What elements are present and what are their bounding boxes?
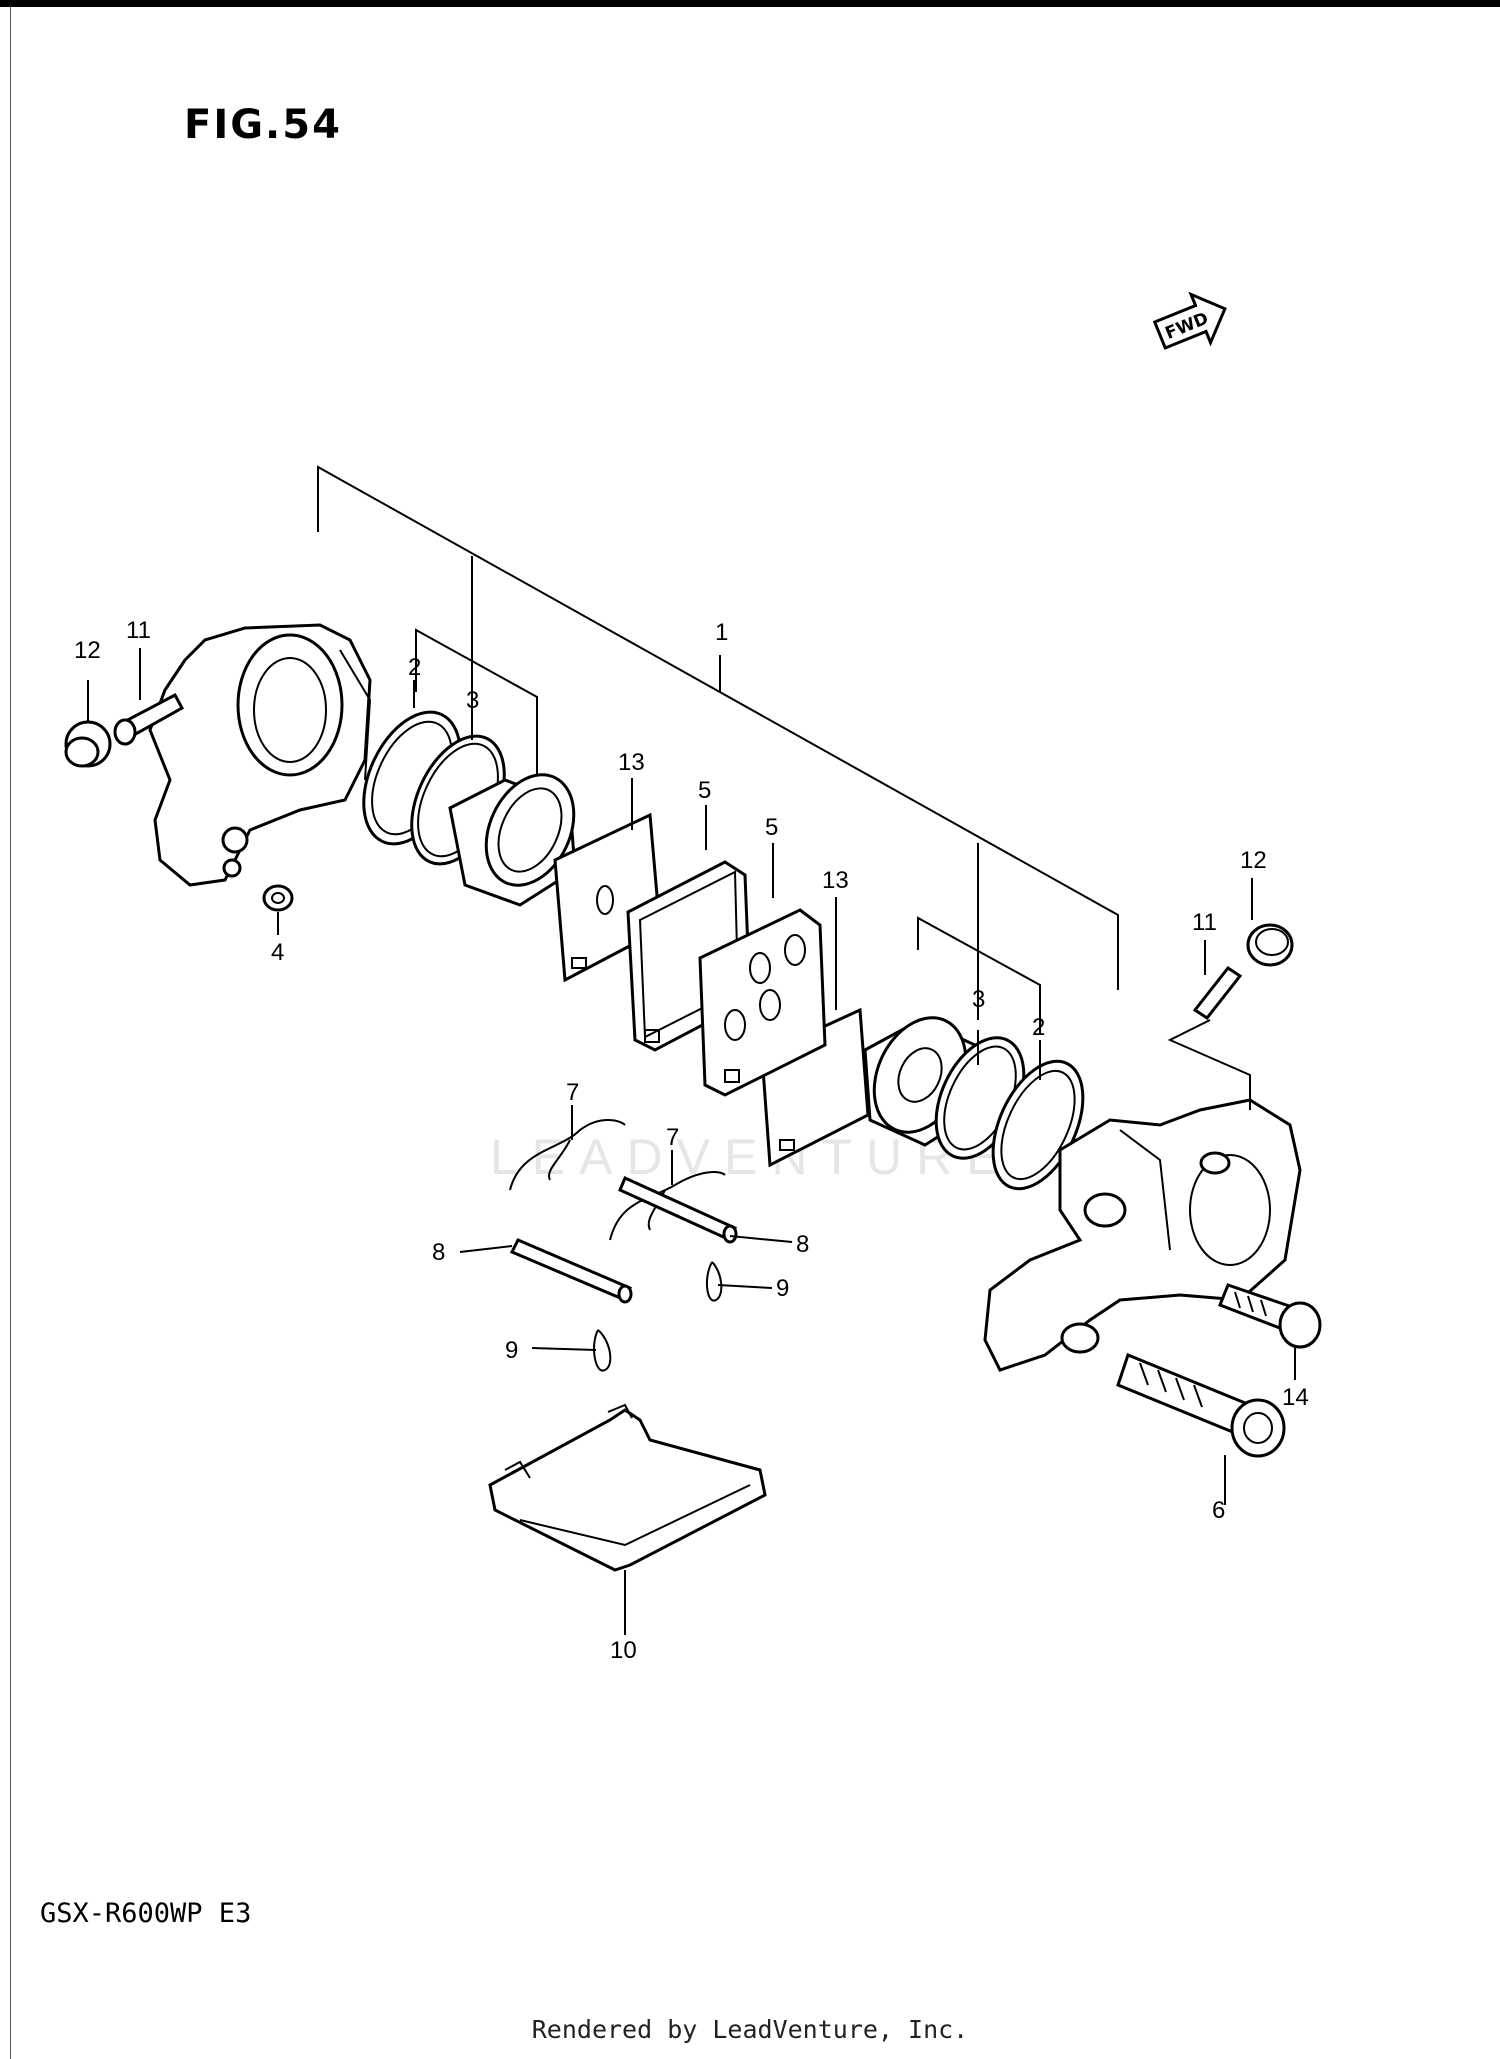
callout-13-left: 13 bbox=[618, 749, 645, 776]
caliper-bolt-lower bbox=[1116, 1353, 1286, 1458]
pin-clip-lower bbox=[593, 1329, 612, 1372]
callout-1: 1 bbox=[715, 619, 728, 646]
callout-7-left: 7 bbox=[566, 1079, 579, 1106]
left-bleeder-valve bbox=[113, 692, 185, 746]
pad-spring-left bbox=[509, 1119, 626, 1191]
callout-numbers: 1 2 2 3 3 4 5 5 6 7 7 8 8 9 9 10 11 11 1… bbox=[74, 617, 1309, 1664]
right-bleeder-valve bbox=[1167, 965, 1251, 1110]
callout-11-left: 11 bbox=[126, 617, 151, 644]
callout-13-right: 13 bbox=[822, 867, 849, 894]
callout-5-outer: 5 bbox=[765, 814, 778, 841]
callout-12-right: 12 bbox=[1240, 847, 1267, 874]
callout-8-left: 8 bbox=[432, 1239, 445, 1266]
left-border bbox=[10, 7, 11, 2059]
callout-4: 4 bbox=[271, 939, 284, 966]
brake-pad-outer bbox=[698, 908, 827, 1097]
callout-5-inner: 5 bbox=[698, 777, 711, 804]
callout-7-right: 7 bbox=[666, 1124, 679, 1151]
render-credit-footer: Rendered by LeadVenture, Inc. bbox=[531, 2015, 969, 2044]
fwd-direction-arrow-icon: FWD bbox=[1152, 291, 1227, 350]
pad-retainer-plate bbox=[488, 1403, 767, 1572]
left-bleeder-cap bbox=[64, 720, 112, 768]
callout-2-right: 2 bbox=[1032, 1014, 1045, 1041]
callout-11-right: 11 bbox=[1192, 909, 1217, 936]
callout-8-right: 8 bbox=[796, 1231, 809, 1258]
left-caliper-body bbox=[148, 623, 372, 887]
washer-nut bbox=[262, 884, 294, 912]
right-caliper-body bbox=[983, 1098, 1302, 1372]
callout-2-left: 2 bbox=[408, 654, 421, 681]
model-code: GSX-R600WP E3 bbox=[40, 1898, 252, 1929]
figure-title: FIG.54 bbox=[184, 102, 342, 148]
callout-leaders bbox=[87, 648, 1296, 1635]
right-bleeder-cap bbox=[1246, 923, 1294, 967]
callout-14: 14 bbox=[1282, 1384, 1309, 1411]
callout-10: 10 bbox=[610, 1637, 637, 1664]
pad-pin-left bbox=[509, 1238, 633, 1304]
top-border bbox=[0, 0, 1500, 7]
callout-12-left: 12 bbox=[74, 637, 101, 664]
callout-6: 6 bbox=[1212, 1497, 1225, 1524]
callout-9-upper: 9 bbox=[776, 1275, 789, 1302]
pin-clip-upper bbox=[705, 1261, 723, 1302]
left-piston bbox=[448, 773, 577, 907]
callout-3-left: 3 bbox=[466, 687, 479, 714]
callout-3-right: 3 bbox=[972, 986, 985, 1013]
caliper-bolt-upper bbox=[1218, 1283, 1322, 1349]
callout-9-lower: 9 bbox=[505, 1337, 518, 1364]
pad-pin-right bbox=[618, 1175, 738, 1244]
